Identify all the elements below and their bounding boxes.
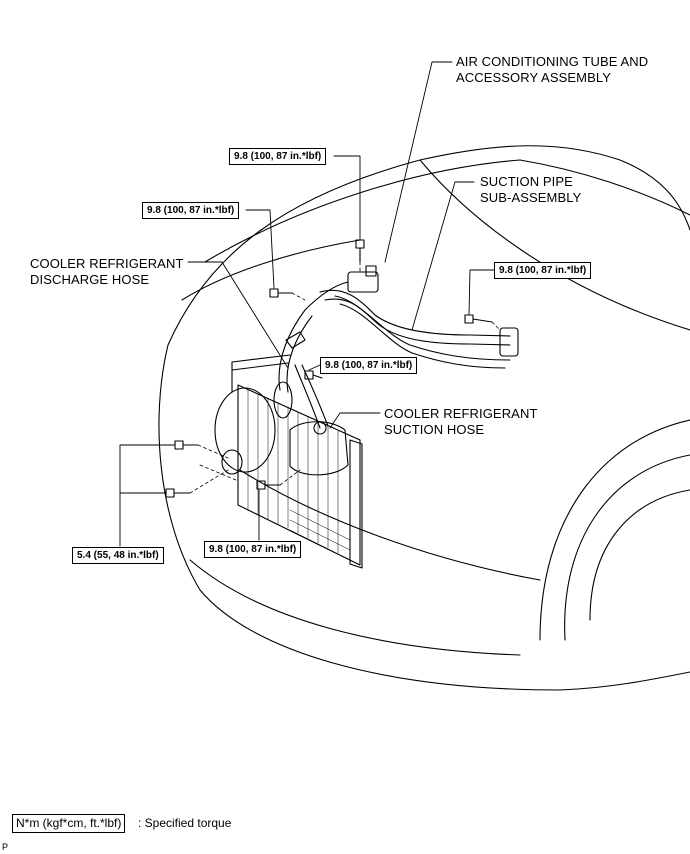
corner-code: P xyxy=(2,842,9,852)
condenser-side-tank xyxy=(349,439,363,569)
legend-specified-torque: : Specified torque xyxy=(138,816,232,830)
legend-unit-box: N*m (kgf*cm, ft.*lbf) xyxy=(12,814,126,833)
fender-line xyxy=(419,159,690,331)
body-crease xyxy=(239,469,541,581)
leader-right-bolt xyxy=(468,269,495,315)
condenser-frame xyxy=(237,384,361,566)
torque-top-nut: 9.8 (100, 87 in.*lbf) xyxy=(229,148,327,165)
wheel-inner xyxy=(589,489,690,621)
callout-ac-tube-line-2: ACCESSORY ASSEMBLY xyxy=(456,70,611,85)
discharge-fitting xyxy=(285,331,306,349)
torque-right-bolt: 9.8 (100, 87 in.*lbf) xyxy=(494,262,592,279)
leader-discharge-hose xyxy=(187,261,289,369)
callout-ac-tube-line-1: AIR CONDITIONING TUBE AND xyxy=(456,54,649,69)
leader-middle-bolt xyxy=(308,364,321,371)
torque-left-bolt: 9.8 (100, 87 in.*lbf) xyxy=(142,202,240,219)
fitting-block-right xyxy=(499,327,519,357)
ac-tube-line-lower xyxy=(324,298,511,346)
callout-discharge-hose-line-2: DISCHARGE HOSE xyxy=(30,272,150,287)
wheel-arch xyxy=(539,419,690,641)
suction-pipe-line-2 xyxy=(339,303,506,369)
torque-middle-bolt: 9.8 (100, 87 in.*lbf) xyxy=(320,357,418,374)
bolt-left xyxy=(269,288,293,298)
leader-ac-tube xyxy=(384,61,453,263)
callout-suction-hose-line-1: COOLER REFRIGERANT xyxy=(384,406,538,421)
cooling-fan xyxy=(214,387,276,473)
suction-hose xyxy=(294,364,321,429)
leader-left-bolt xyxy=(245,209,275,289)
fitting-block-upper xyxy=(347,271,379,293)
suction-pipe-line xyxy=(334,295,511,361)
torque-lower-bolt: 9.8 (100, 87 in.*lbf) xyxy=(204,541,302,558)
condenser-fins xyxy=(247,389,351,561)
torque-condenser-bolts: 5.4 (55, 48 in.*lbf) xyxy=(72,547,164,564)
bolt-right xyxy=(464,314,493,324)
callout-discharge-hose-line-1: COOLER REFRIGERANT xyxy=(30,256,184,271)
callout-suction-hose-line-2: SUCTION HOSE xyxy=(384,422,485,437)
headlamp-outline xyxy=(181,239,361,301)
leader-top-nut xyxy=(333,155,361,241)
suction-hose-inner xyxy=(301,364,329,427)
hood-outline xyxy=(167,145,690,346)
bolt-condenser-lower xyxy=(165,488,191,498)
front-fascia xyxy=(158,344,690,691)
windshield-edge xyxy=(519,159,690,216)
wheel-outer xyxy=(564,454,690,641)
leader-condenser xyxy=(119,444,176,547)
hood-inner-line xyxy=(204,159,521,263)
compressor-body xyxy=(289,421,349,476)
discharge-hose-inner xyxy=(286,315,313,393)
callout-suction-pipe-line-1: SUCTION PIPE xyxy=(480,174,573,189)
callout-suction-pipe-line-2: SUB-ASSEMBLY xyxy=(480,190,582,205)
leader-lines xyxy=(119,61,495,547)
receiver-dryer xyxy=(273,381,293,419)
service-valve xyxy=(365,265,377,277)
install-guides xyxy=(189,261,501,494)
tube-to-condenser-2 xyxy=(231,362,289,371)
compressor-port xyxy=(313,421,327,435)
bolt-top-nut xyxy=(355,239,365,263)
bolt-condenser-upper xyxy=(174,440,199,450)
bolt-lower xyxy=(256,480,281,490)
ac-tube-line-upper xyxy=(319,289,511,337)
leader-suction-hose xyxy=(329,412,381,429)
bumper-line xyxy=(189,559,521,656)
bolt-middle xyxy=(304,370,323,380)
discharge-hose xyxy=(278,281,349,391)
fan-hub xyxy=(221,449,243,475)
leader-suction-pipe xyxy=(411,181,475,331)
